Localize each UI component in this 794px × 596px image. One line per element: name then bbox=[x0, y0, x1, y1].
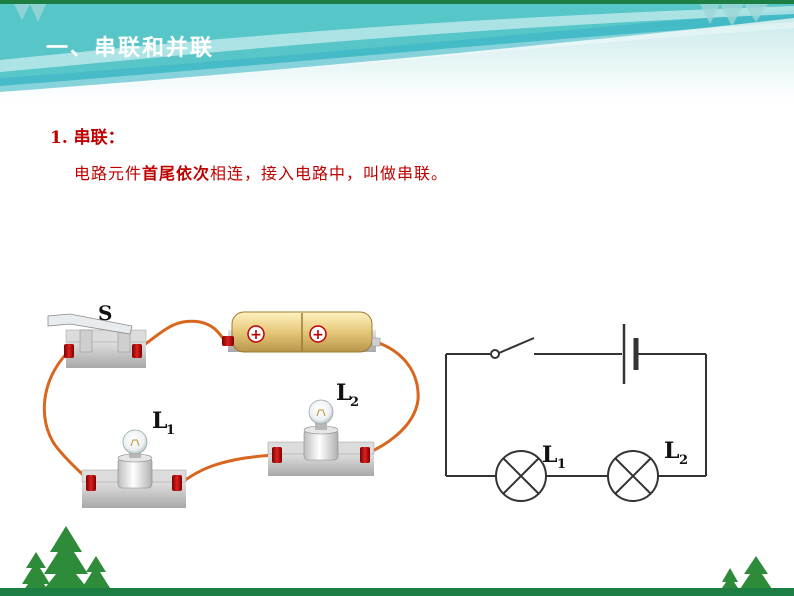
page-title: 一、串联和并联 bbox=[46, 36, 215, 61]
section-number: 1. bbox=[50, 128, 68, 148]
section-description: 电路元件首尾依次相连，接入电路中，叫做串联。 bbox=[74, 160, 448, 184]
schematic-lamp-2 bbox=[607, 450, 659, 502]
schematic-lamp-1 bbox=[495, 450, 547, 502]
battery-plus-2: + bbox=[312, 327, 324, 343]
switch bbox=[47, 313, 147, 368]
battery: + + bbox=[222, 311, 381, 353]
switch-blade bbox=[498, 337, 535, 354]
lamp1-sub: 1 bbox=[166, 423, 175, 438]
header-banner bbox=[0, 0, 794, 100]
switch-label: S bbox=[98, 301, 112, 325]
lamp2-sub: 2 bbox=[350, 395, 359, 410]
footer-bar bbox=[0, 588, 794, 596]
lamp-l1 bbox=[81, 429, 187, 508]
schematic-diagram bbox=[445, 324, 707, 502]
tree-decoration-right bbox=[718, 556, 774, 594]
battery-plus-1: + bbox=[250, 327, 262, 343]
section-heading: 1. 串联： bbox=[50, 123, 125, 148]
lamp2-label: L bbox=[336, 380, 351, 406]
physical-circuit: S + + L 1 bbox=[42, 301, 420, 508]
lamp-l2 bbox=[267, 399, 375, 476]
tree-decoration-left bbox=[20, 526, 110, 596]
desc-pre: 电路元件 bbox=[74, 164, 143, 183]
desc-emphasis: 首尾依次 bbox=[142, 164, 211, 183]
switch-pivot bbox=[490, 349, 500, 359]
desc-post: 相连，接入电路中，叫做串联。 bbox=[210, 164, 449, 183]
schematic-lamp2-sub: 2 bbox=[679, 453, 688, 468]
schematic-lamp1-label: L bbox=[542, 442, 557, 468]
schematic-lamp1-sub: 1 bbox=[557, 457, 566, 472]
schematic-lamp2-label: L bbox=[664, 438, 679, 464]
lamp1-label: L bbox=[152, 408, 167, 434]
section-title: 串联： bbox=[73, 128, 125, 148]
